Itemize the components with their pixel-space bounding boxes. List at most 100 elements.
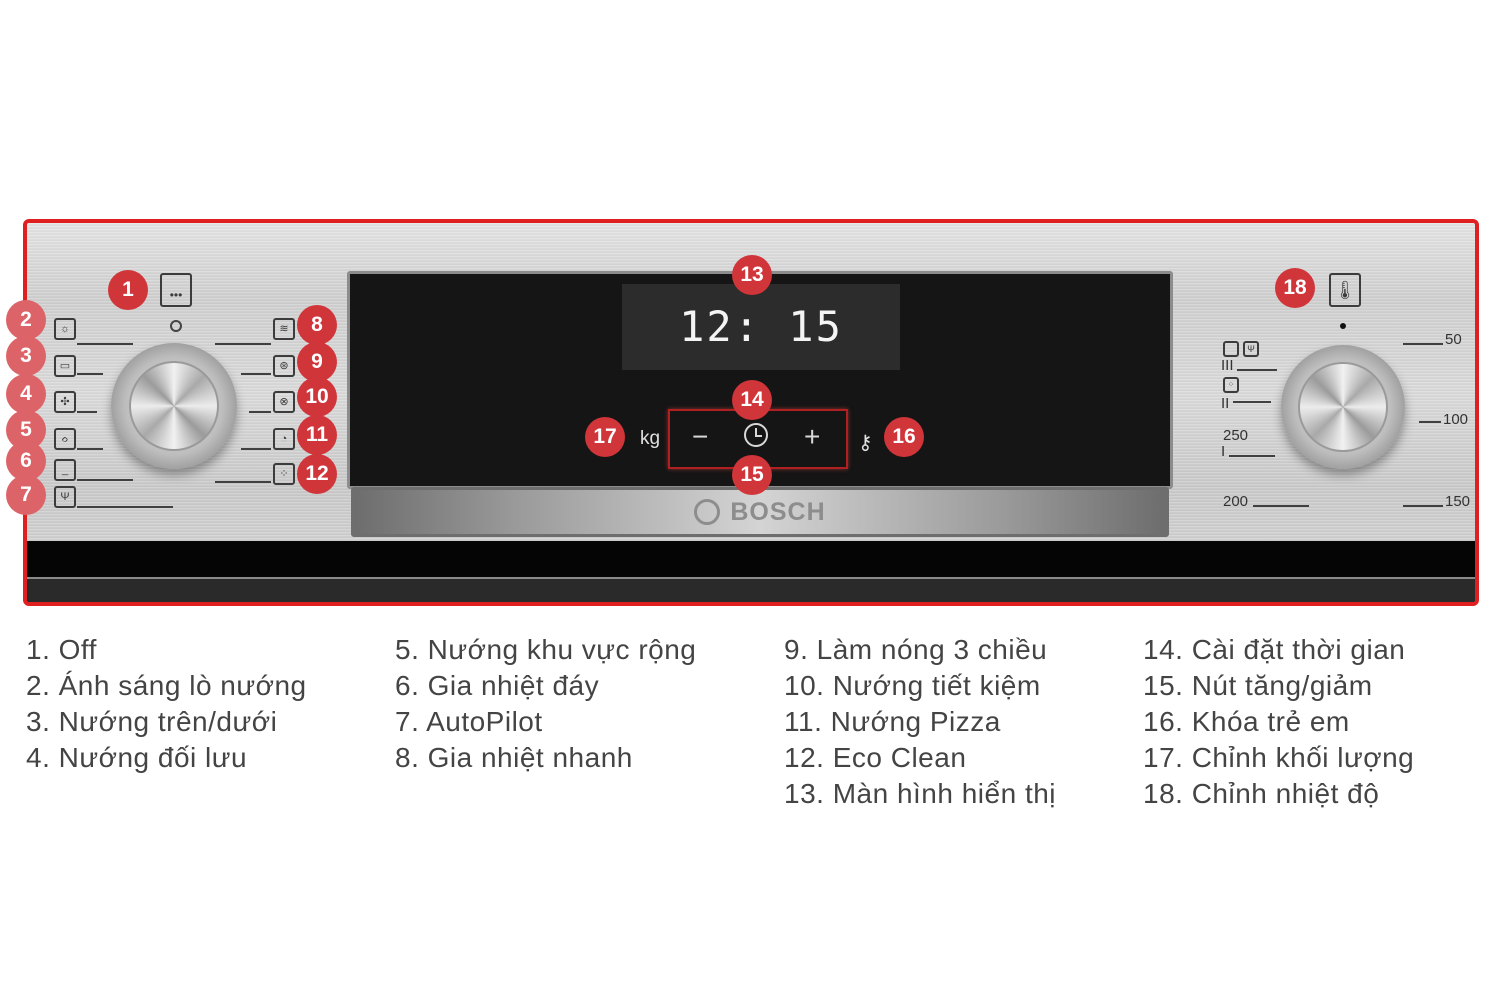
lead-line [1253,505,1309,507]
lead-line [1403,505,1443,507]
legend-item: 14. Cài đặt thời gian [1143,634,1406,665]
eco-clean-icon: ⁘ [273,463,295,485]
bottom-heat-icon: _ [54,459,76,481]
brand-strip: BOSCH [351,487,1169,537]
lead-line [77,479,133,481]
top-heat-icon [1223,341,1239,357]
lead-line [77,506,173,508]
legend-item: 18. Chỉnh nhiệt độ [1143,778,1380,809]
callout-badge-12: 12 [297,454,337,494]
grill-icon: Ψ [1243,341,1259,357]
lead-line [241,373,271,375]
lead-line [77,343,133,345]
clock-icon[interactable] [744,423,768,447]
oven-door-top [27,541,1475,602]
callout-badge-4: 4 [6,374,46,414]
thermometer-icon: 🌡 [1329,273,1361,307]
callout-badge-15: 15 [732,455,772,495]
legend-item: 12. Eco Clean [784,742,967,773]
lead-line [1229,455,1275,457]
pizza-setting-icon: ⁘ [1223,377,1239,393]
temperature-knob[interactable] [1281,345,1405,469]
legend-column-3: 9. Làm nóng 3 chiều 10. Nướng tiết kiệm … [784,632,1056,812]
scale-250: 250 [1223,427,1249,444]
legend-item: 11. Nướng Pizza [784,706,1001,737]
brand-logo: BOSCH [354,498,1166,527]
weight-label[interactable]: kg [640,428,661,449]
callout-badge-16: 16 [884,417,924,457]
scale-100: 100 [1443,411,1469,428]
callout-badge-17: 17 [585,417,625,457]
convection-icon: ✣ [54,391,76,413]
lead-line [77,448,103,450]
oven-light-icon: ☼ [54,318,76,340]
key-icon[interactable]: ⚷ [858,432,873,454]
grill-level-1: I [1221,443,1226,460]
rapid-heat-icon: ≋ [273,318,295,340]
legend-item: 2. Ánh sáng lò nướng [26,670,307,701]
grill-level-2: II [1221,395,1230,412]
legend-item: 3. Nướng trên/dưới [26,706,278,737]
callout-badge-14: 14 [732,380,772,420]
off-position-marker [170,320,182,332]
function-selector-knob[interactable] [111,343,237,469]
callout-badge-6: 6 [6,441,46,481]
top-bottom-heat-icon: ▭ [54,355,76,377]
legend-item: 5. Nướng khu vực rộng [395,634,697,665]
lead-line [1237,369,1277,371]
knob-cap [128,360,220,452]
lead-line [1419,421,1441,423]
callout-badge-9: 9 [297,342,337,382]
legend-column-1: 1. Off 2. Ánh sáng lò nướng 3. Nướng trê… [26,632,307,776]
legend-item: 7. AutoPilot [395,706,543,737]
legend-item: 15. Nút tăng/giảm [1143,670,1373,701]
legend-item: 1. Off [26,634,97,665]
lead-line [77,411,97,413]
knob-cap [1298,362,1388,452]
callout-badge-18: 18 [1275,268,1315,308]
off-icon: ••• [160,273,192,307]
3d-hot-air-icon: ⊛ [273,355,295,377]
lead-line [77,373,103,375]
autopilot-icon: Ψ [54,486,76,508]
legend-item: 4. Nướng đối lưu [26,742,248,773]
legend-item: 10. Nướng tiết kiệm [784,670,1041,701]
wide-grill-icon: ᨔ [54,428,76,450]
plus-button[interactable]: + [804,421,821,452]
lead-line [215,343,271,345]
callout-badge-7: 7 [6,475,46,515]
legend-column-4: 14. Cài đặt thời gian 15. Nút tăng/giảm … [1143,632,1414,812]
door-glass [27,579,1475,602]
door-trim [27,577,1475,579]
legend-item: 13. Màn hình hiển thị [784,778,1057,809]
legend-item: 9. Làm nóng 3 chiều [784,634,1048,665]
minus-button[interactable]: − [692,421,709,452]
lead-line [1233,401,1271,403]
lead-line [241,448,271,450]
callout-badge-10: 10 [297,377,337,417]
legend-item: 16. Khóa trẻ em [1143,706,1350,737]
callout-badge-1: 1 [108,270,148,310]
bosch-logo-icon [694,499,721,525]
callout-badge-13: 13 [732,255,772,295]
callout-badge-3: 3 [6,336,46,376]
temp-position-marker [1340,323,1346,329]
legend-column-2: 5. Nướng khu vực rộng 6. Gia nhiệt đáy 7… [395,632,696,776]
legend-item: 8. Gia nhiệt nhanh [395,742,633,773]
callout-badge-11: 11 [297,415,337,455]
lead-line [249,411,271,413]
callout-badge-2: 2 [6,300,46,340]
lcd-screen: 12: 15 [622,284,900,370]
pizza-icon: ◔ [273,428,295,450]
grill-level-3: III [1221,357,1234,374]
eco-hot-air-icon: ⊗ [273,391,295,413]
brand-name: BOSCH [730,498,826,526]
scale-200: 200 [1223,493,1249,510]
legend-item: 17. Chỉnh khối lượng [1143,742,1415,773]
legend-item: 6. Gia nhiệt đáy [395,670,600,701]
callout-badge-8: 8 [297,305,337,345]
time-readout: 12: 15 [679,302,843,351]
lead-line [215,481,271,483]
scale-150: 150 [1445,493,1471,510]
scale-50: 50 [1445,331,1462,348]
